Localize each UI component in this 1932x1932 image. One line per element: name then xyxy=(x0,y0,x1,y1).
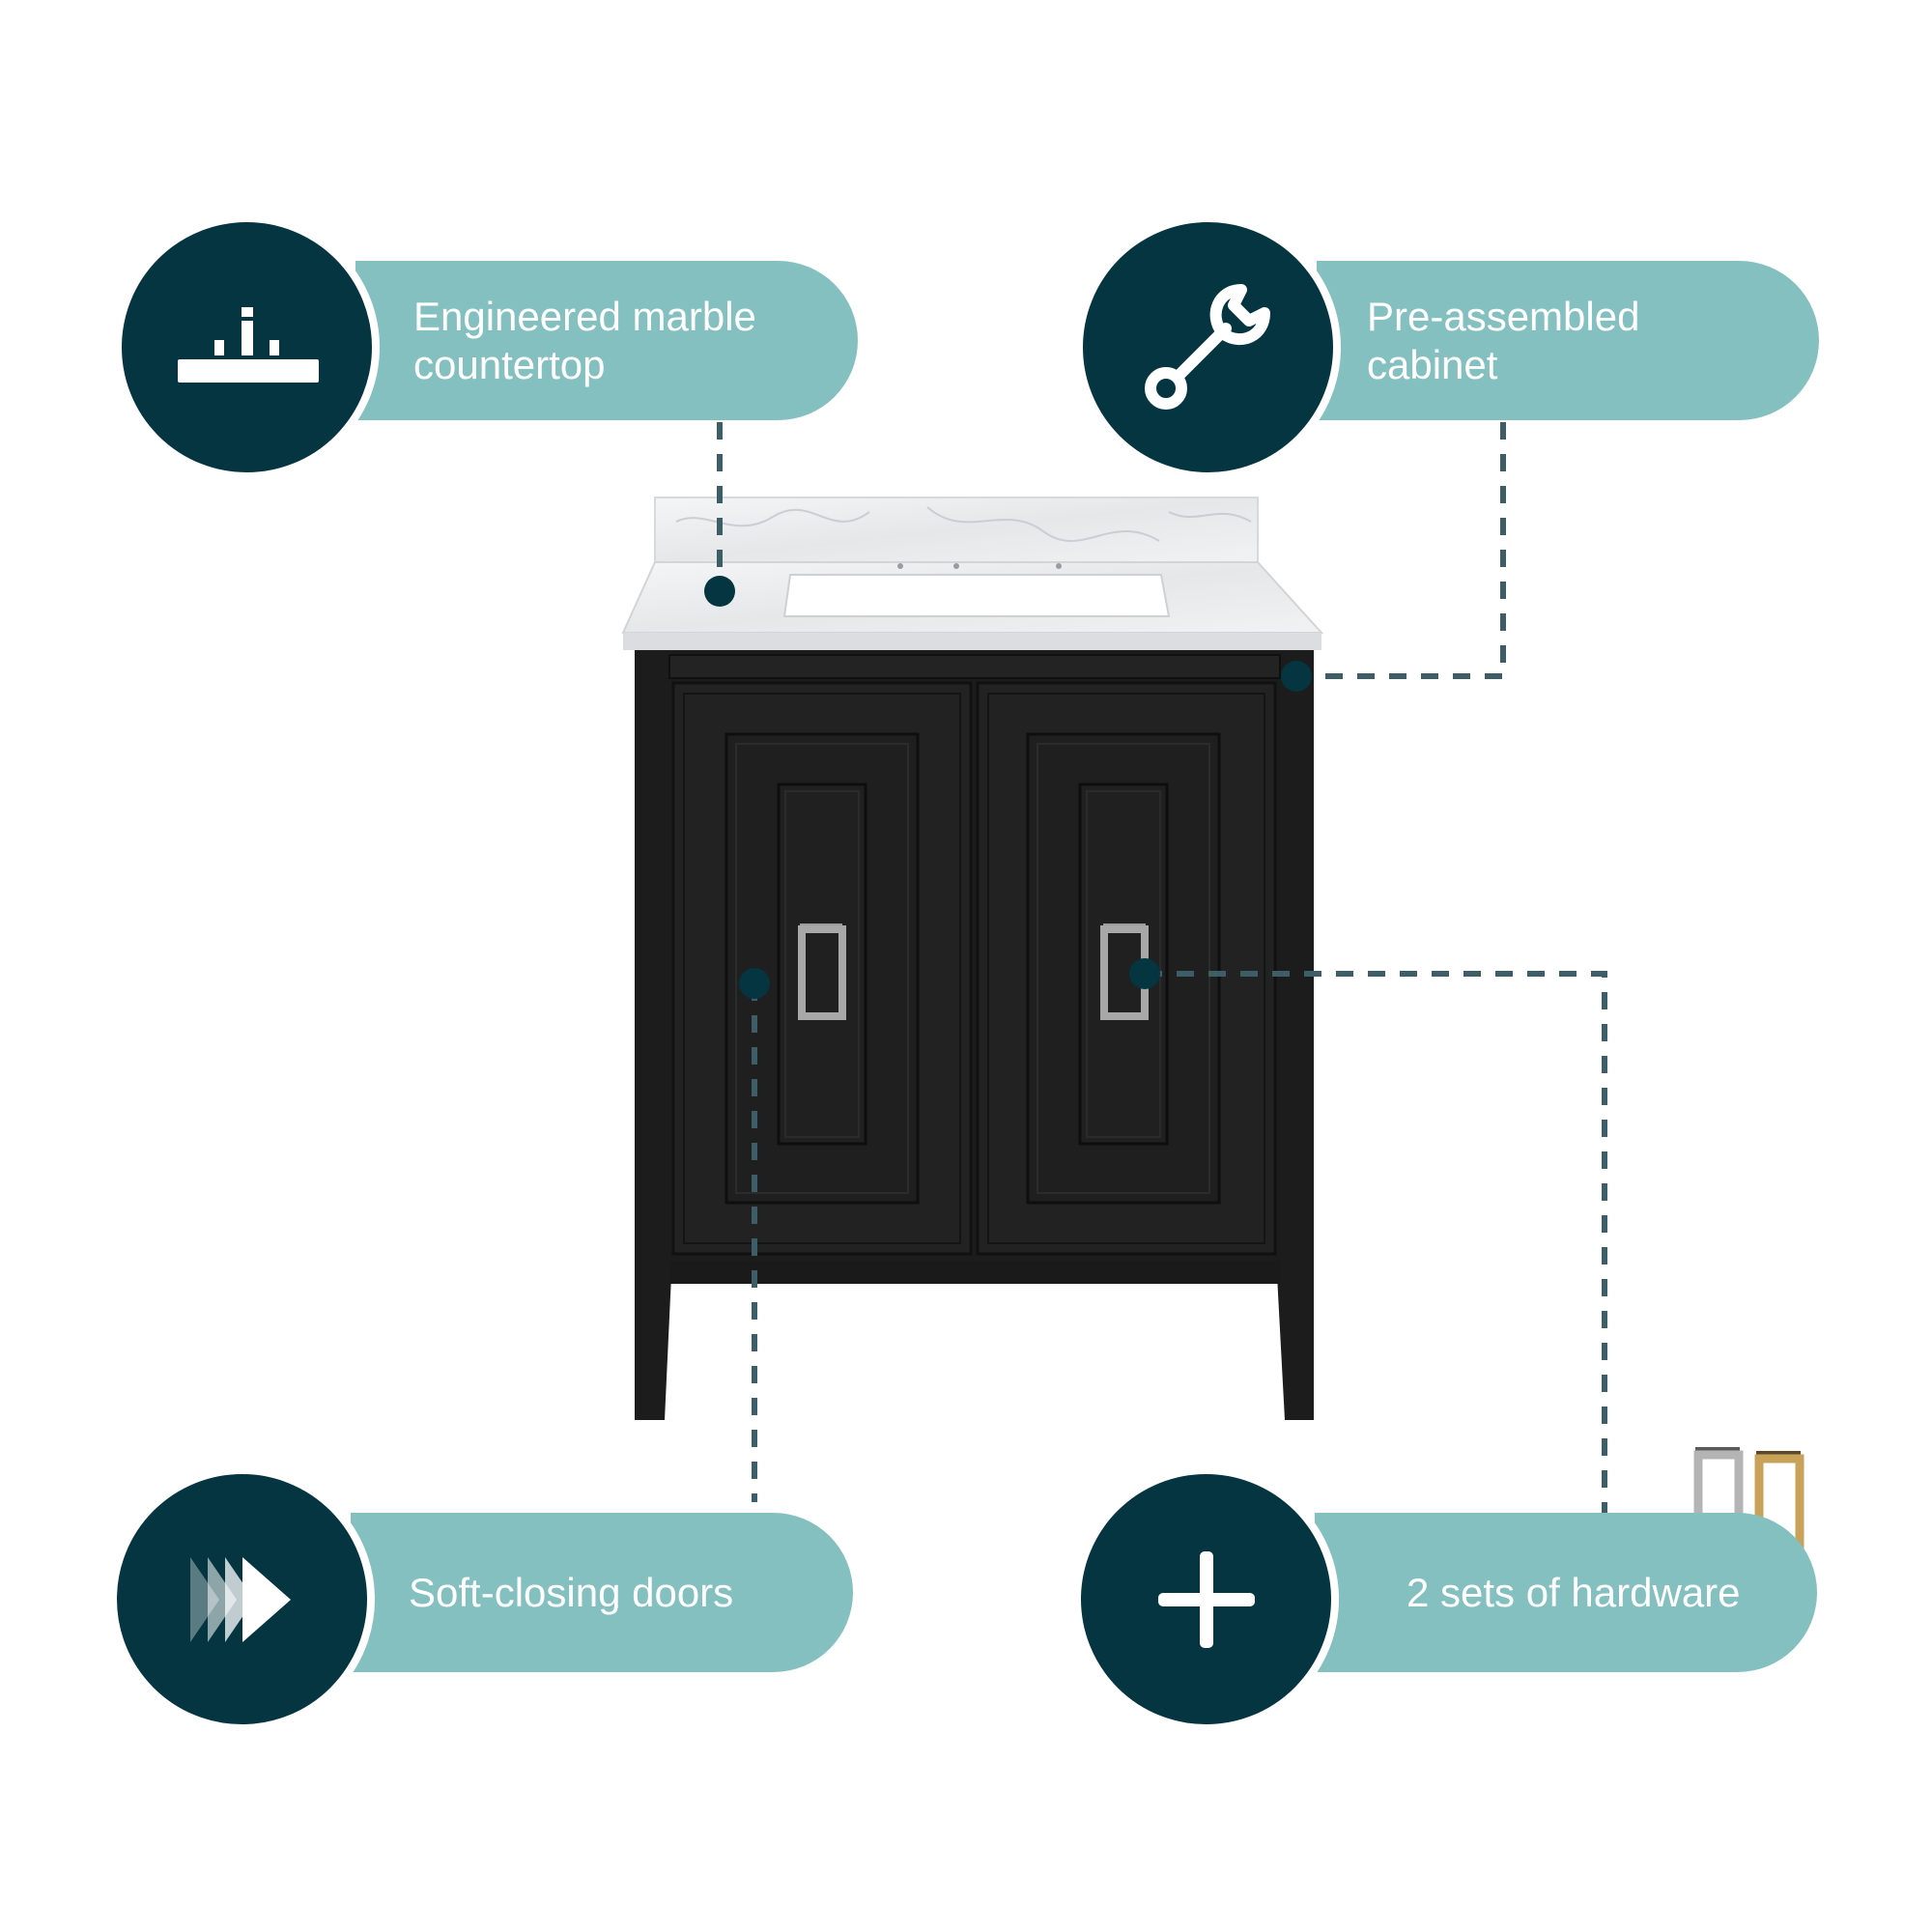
door-right xyxy=(976,681,1277,1256)
callout-countertop-label: Engineered marble countertop xyxy=(413,293,756,387)
backsplash xyxy=(654,497,1259,563)
callout-cabinet-label: Pre-assembled cabinet xyxy=(1367,293,1640,387)
wrench-icon xyxy=(1144,283,1270,410)
callout-hardware-pill: 2 sets of hardware xyxy=(1315,1513,1817,1672)
counter-edge xyxy=(623,633,1321,650)
cabinet-top-rail xyxy=(668,654,1281,679)
faucet-hole-center xyxy=(953,563,959,569)
dot-doors xyxy=(739,968,770,999)
leader-hardware xyxy=(1145,971,1607,1517)
plus-icon xyxy=(1157,1550,1255,1648)
faucet-hole-right xyxy=(1056,563,1062,569)
callout-cabinet-circle xyxy=(1075,214,1341,480)
callout-doors: Soft-closing doors xyxy=(109,1466,863,1732)
dot-countertop xyxy=(704,576,735,607)
leader-lines xyxy=(717,422,1607,1517)
leg-right xyxy=(1277,1275,1314,1420)
callout-doors-label: Soft-closing doors xyxy=(409,1569,734,1615)
callout-doors-circle xyxy=(109,1466,375,1732)
door-left xyxy=(671,681,973,1256)
handle-left xyxy=(798,923,846,1020)
dot-cabinet xyxy=(1281,661,1312,692)
faucet-hole-left xyxy=(897,563,903,569)
callout-hardware: 2 sets of hardware xyxy=(1073,1466,1827,1732)
callout-countertop-circle xyxy=(114,214,380,480)
callout-hardware-circle xyxy=(1073,1466,1339,1732)
callout-countertop-pill: Engineered marble countertop xyxy=(355,261,858,420)
callout-cabinet: Pre-assembled cabinet xyxy=(1075,214,1829,480)
callout-hardware-label: 2 sets of hardware xyxy=(1406,1569,1741,1615)
fast-forward-arrows-icon xyxy=(189,1556,291,1642)
callout-cabinet-pill: Pre-assembled cabinet xyxy=(1317,261,1819,420)
dot-hardware xyxy=(1129,958,1160,989)
callout-doors-pill: Soft-closing doors xyxy=(351,1513,853,1672)
leader-cabinet xyxy=(1296,422,1506,679)
sink-basin xyxy=(782,574,1171,617)
countertop-faucet-icon xyxy=(177,306,319,383)
leg-left xyxy=(635,1275,671,1420)
bottom-rail xyxy=(669,1261,1280,1284)
callout-countertop: Engineered marble countertop xyxy=(114,214,867,480)
